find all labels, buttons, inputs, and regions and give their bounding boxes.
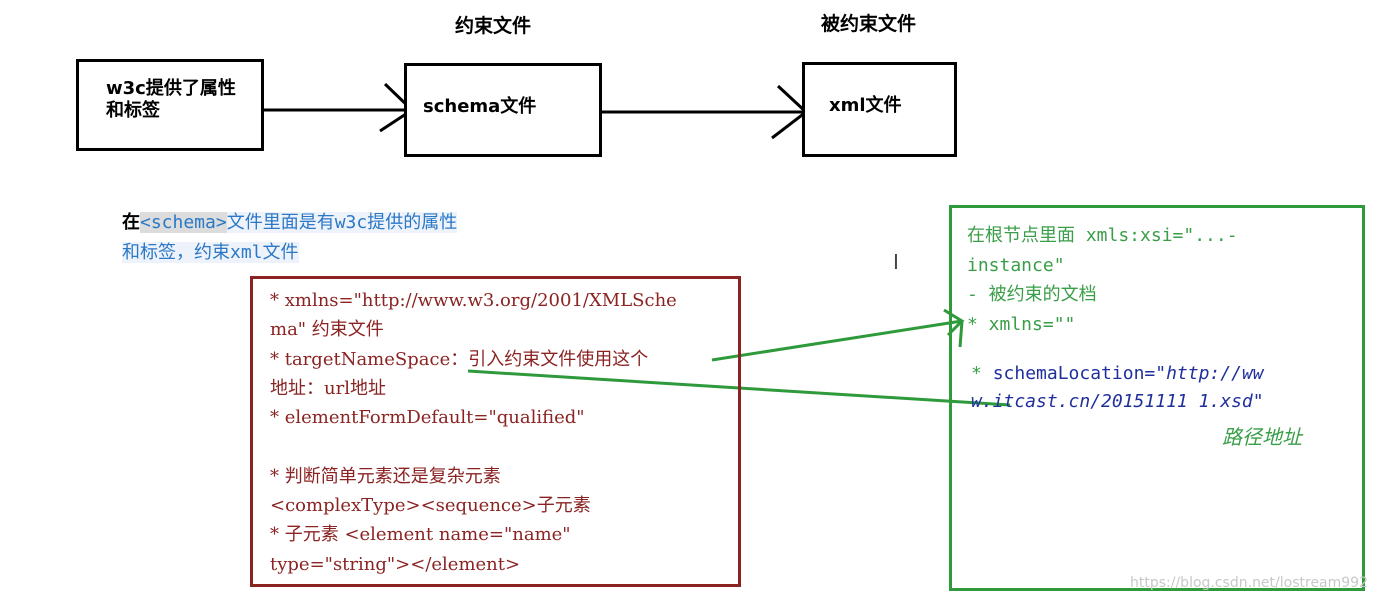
schema-note-line: type="string"></element> xyxy=(270,553,521,575)
w3c-box-label: w3c提供了属性 和标签 xyxy=(106,78,236,121)
schema-note-line: ma" 约束文件 xyxy=(270,319,384,341)
schema-location-key: schemaLocation= xyxy=(992,363,1156,384)
schema-description: 在<schema>文件里面是有w3c提供的属性 和标签，约束xml文件 xyxy=(122,208,458,268)
xml-note-line: - 被约束的文档 xyxy=(967,284,1097,305)
text-cursor-icon: I xyxy=(893,250,899,274)
schema-note-line: * targetNameSpace：引入约束文件使用这个 xyxy=(270,348,649,370)
schema-note-line: * 判断简单元素还是复杂元素 xyxy=(270,465,501,487)
xml-box: xml文件 xyxy=(802,62,957,157)
schema-location-line-1: * schemaLocation="http://ww xyxy=(971,359,1264,388)
description-prefix: 在 xyxy=(122,212,140,233)
constrained-file-heading: 被约束文件 xyxy=(821,13,917,35)
schema-attributes-box xyxy=(250,276,741,587)
green-arrowhead-tail xyxy=(958,320,964,348)
xml-note-line: instance" xyxy=(967,254,1065,276)
schema-note-line: <complexType><sequence>子元素 xyxy=(270,495,591,517)
schema-location-bullet: * xyxy=(971,363,993,384)
xml-box-label: xml文件 xyxy=(829,95,902,116)
schema-attributes-notes: * xmlns="http://www.w3.org/2001/XMLSche … xyxy=(270,286,677,579)
watermark: https://blog.csdn.net/lostream992 xyxy=(1130,575,1368,591)
schema-note-line xyxy=(270,432,677,461)
schema-box: schema文件 xyxy=(404,63,602,157)
schema-note-line: * xmlns="http://www.w3.org/2001/XMLSche xyxy=(270,290,677,311)
schema-location-value-cont: w.itcast.cn/20151111 1.xsd" xyxy=(971,391,1264,412)
path-address-label: 路径地址 xyxy=(1222,425,1302,449)
description-rest: 文件里面是有w3c提供的属性 xyxy=(226,212,458,233)
schema-tag-highlight: <schema> xyxy=(140,212,227,233)
schema-location-value: "http://ww xyxy=(1155,363,1264,384)
w3c-box: w3c提供了属性 和标签 xyxy=(76,59,264,151)
xml-document-box xyxy=(949,205,1365,591)
schema-box-label: schema文件 xyxy=(423,96,537,117)
constraint-file-heading: 约束文件 xyxy=(455,15,532,37)
xml-document-notes: 在根节点里面 xmls:xsi="...- instance" - 被约束的文档… xyxy=(967,221,1238,339)
description-line-1: 在<schema>文件里面是有w3c提供的属性 xyxy=(122,208,458,238)
xml-note-line: 在根节点里面 xmls:xsi="...- xyxy=(967,225,1238,246)
description-line-2: 和标签，约束xml文件 xyxy=(122,242,299,263)
xml-note-line: * xmlns="" xyxy=(967,313,1076,335)
green-connector-namespace xyxy=(711,319,963,362)
schema-location-line-2: w.itcast.cn/20151111 1.xsd" xyxy=(971,387,1264,416)
schema-note-line: 地址：url地址 xyxy=(270,377,386,399)
schema-note-line: * elementFormDefault="qualified" xyxy=(270,407,585,429)
schema-note-line: * 子元素 <element name="name" xyxy=(270,524,571,546)
